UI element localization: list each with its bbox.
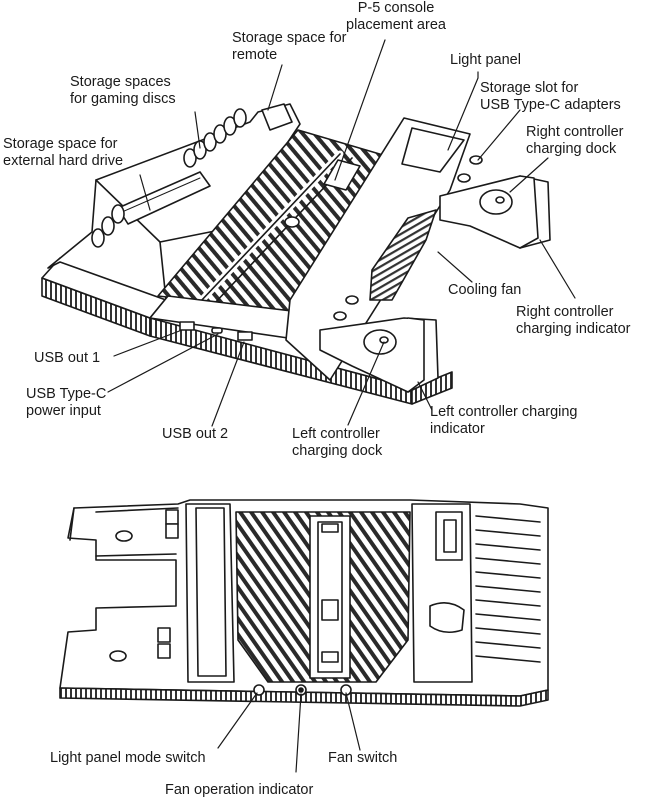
label-hdd-storage-line1: Storage space for [3, 136, 118, 152]
cooling-fan [369, 209, 437, 301]
label-right-dock: Right controller charging dock [526, 124, 624, 158]
bottom-dock-pin-bottom [109, 650, 127, 662]
label-adapter-slot: Storage slot for USB Type-C adapters [480, 80, 621, 114]
label-left-dock-line2: charging dock [292, 443, 383, 459]
right-ribs [475, 515, 541, 663]
label-fan-indicator-line1: Fan operation indicator [165, 782, 314, 798]
label-console-area: P-5 console placement area [346, 0, 446, 34]
right-block [285, 117, 471, 381]
disc-storage-bumps [91, 108, 247, 248]
label-cooling-fan-line1: Cooling fan [448, 282, 522, 298]
remote-storage-slot [261, 103, 293, 131]
label-usb-out-1: USB out 1 [34, 350, 100, 367]
label-adapter-slot-line2: USB Type-C adapters [480, 97, 621, 113]
light-panel [401, 127, 465, 173]
label-left-indicator-line1: Left controller charging [430, 404, 578, 420]
label-console-area-line2: placement area [346, 17, 446, 33]
label-light-mode-switch: Light panel mode switch [50, 750, 206, 767]
label-remote-storage-line1: Storage space for [232, 30, 347, 46]
label-left-indicator: Left controller charging indicator [430, 404, 578, 438]
adapter-slot-2 [457, 173, 471, 183]
light-panel-mode-switch [253, 684, 265, 696]
top-view-stand [41, 103, 551, 405]
label-light-panel-line1: Light panel [450, 52, 521, 68]
label-usb-out-2: USB out 2 [162, 426, 228, 443]
label-right-dock-line1: Right controller [526, 124, 624, 140]
label-hdd-storage: Storage space for external hard drive [3, 136, 123, 170]
usb-out-2-port [237, 331, 253, 341]
label-left-indicator-line2: indicator [430, 421, 485, 437]
label-adapter-slot-line1: Storage slot for [480, 80, 579, 96]
label-left-dock-line1: Left controller [292, 426, 380, 442]
label-console-area-line1: P-5 console [357, 0, 435, 16]
hdd-storage-cutout [117, 171, 211, 225]
label-disc-storage: Storage spaces for gaming discs [70, 74, 176, 108]
label-usb-out-2-line1: USB out 2 [162, 426, 229, 442]
label-fan-switch-line1: Fan switch [328, 750, 398, 766]
bottom-front-edge [59, 687, 549, 707]
label-right-indicator-line2: charging indicator [516, 321, 631, 337]
label-usbc-input-line1: USB Type-C [26, 386, 107, 402]
leader-lines [107, 39, 576, 773]
label-right-dock-line2: charging dock [526, 141, 617, 157]
label-remote-storage-line2: remote [232, 47, 278, 63]
label-usb-out-1-line1: USB out 1 [34, 350, 101, 366]
label-usbc-input: USB Type-C power input [26, 386, 106, 420]
usbc-input-port [211, 327, 223, 334]
label-right-indicator-line1: Right controller [516, 304, 614, 320]
usb-out-1-port [179, 321, 195, 331]
label-disc-storage-line1: Storage spaces [70, 74, 171, 90]
label-left-dock: Left controller charging dock [292, 426, 382, 460]
bottom-dock-pin-top [115, 530, 133, 542]
label-light-mode-switch-line1: Light panel mode switch [50, 750, 206, 766]
right-charging-pin [495, 196, 505, 204]
label-hdd-storage-line2: external hard drive [3, 153, 124, 169]
label-fan-indicator: Fan operation indicator [165, 782, 313, 799]
bottom-view-stand [59, 499, 549, 707]
label-disc-storage-line2: for gaming discs [70, 91, 176, 107]
label-usbc-input-line2: power input [26, 403, 101, 419]
label-fan-switch: Fan switch [328, 750, 397, 767]
label-right-indicator: Right controller charging indicator [516, 304, 630, 338]
label-light-panel: Light panel [450, 52, 521, 69]
label-cooling-fan: Cooling fan [448, 282, 521, 299]
center-screw [284, 216, 300, 228]
label-remote-storage: Storage space for remote [232, 30, 346, 64]
